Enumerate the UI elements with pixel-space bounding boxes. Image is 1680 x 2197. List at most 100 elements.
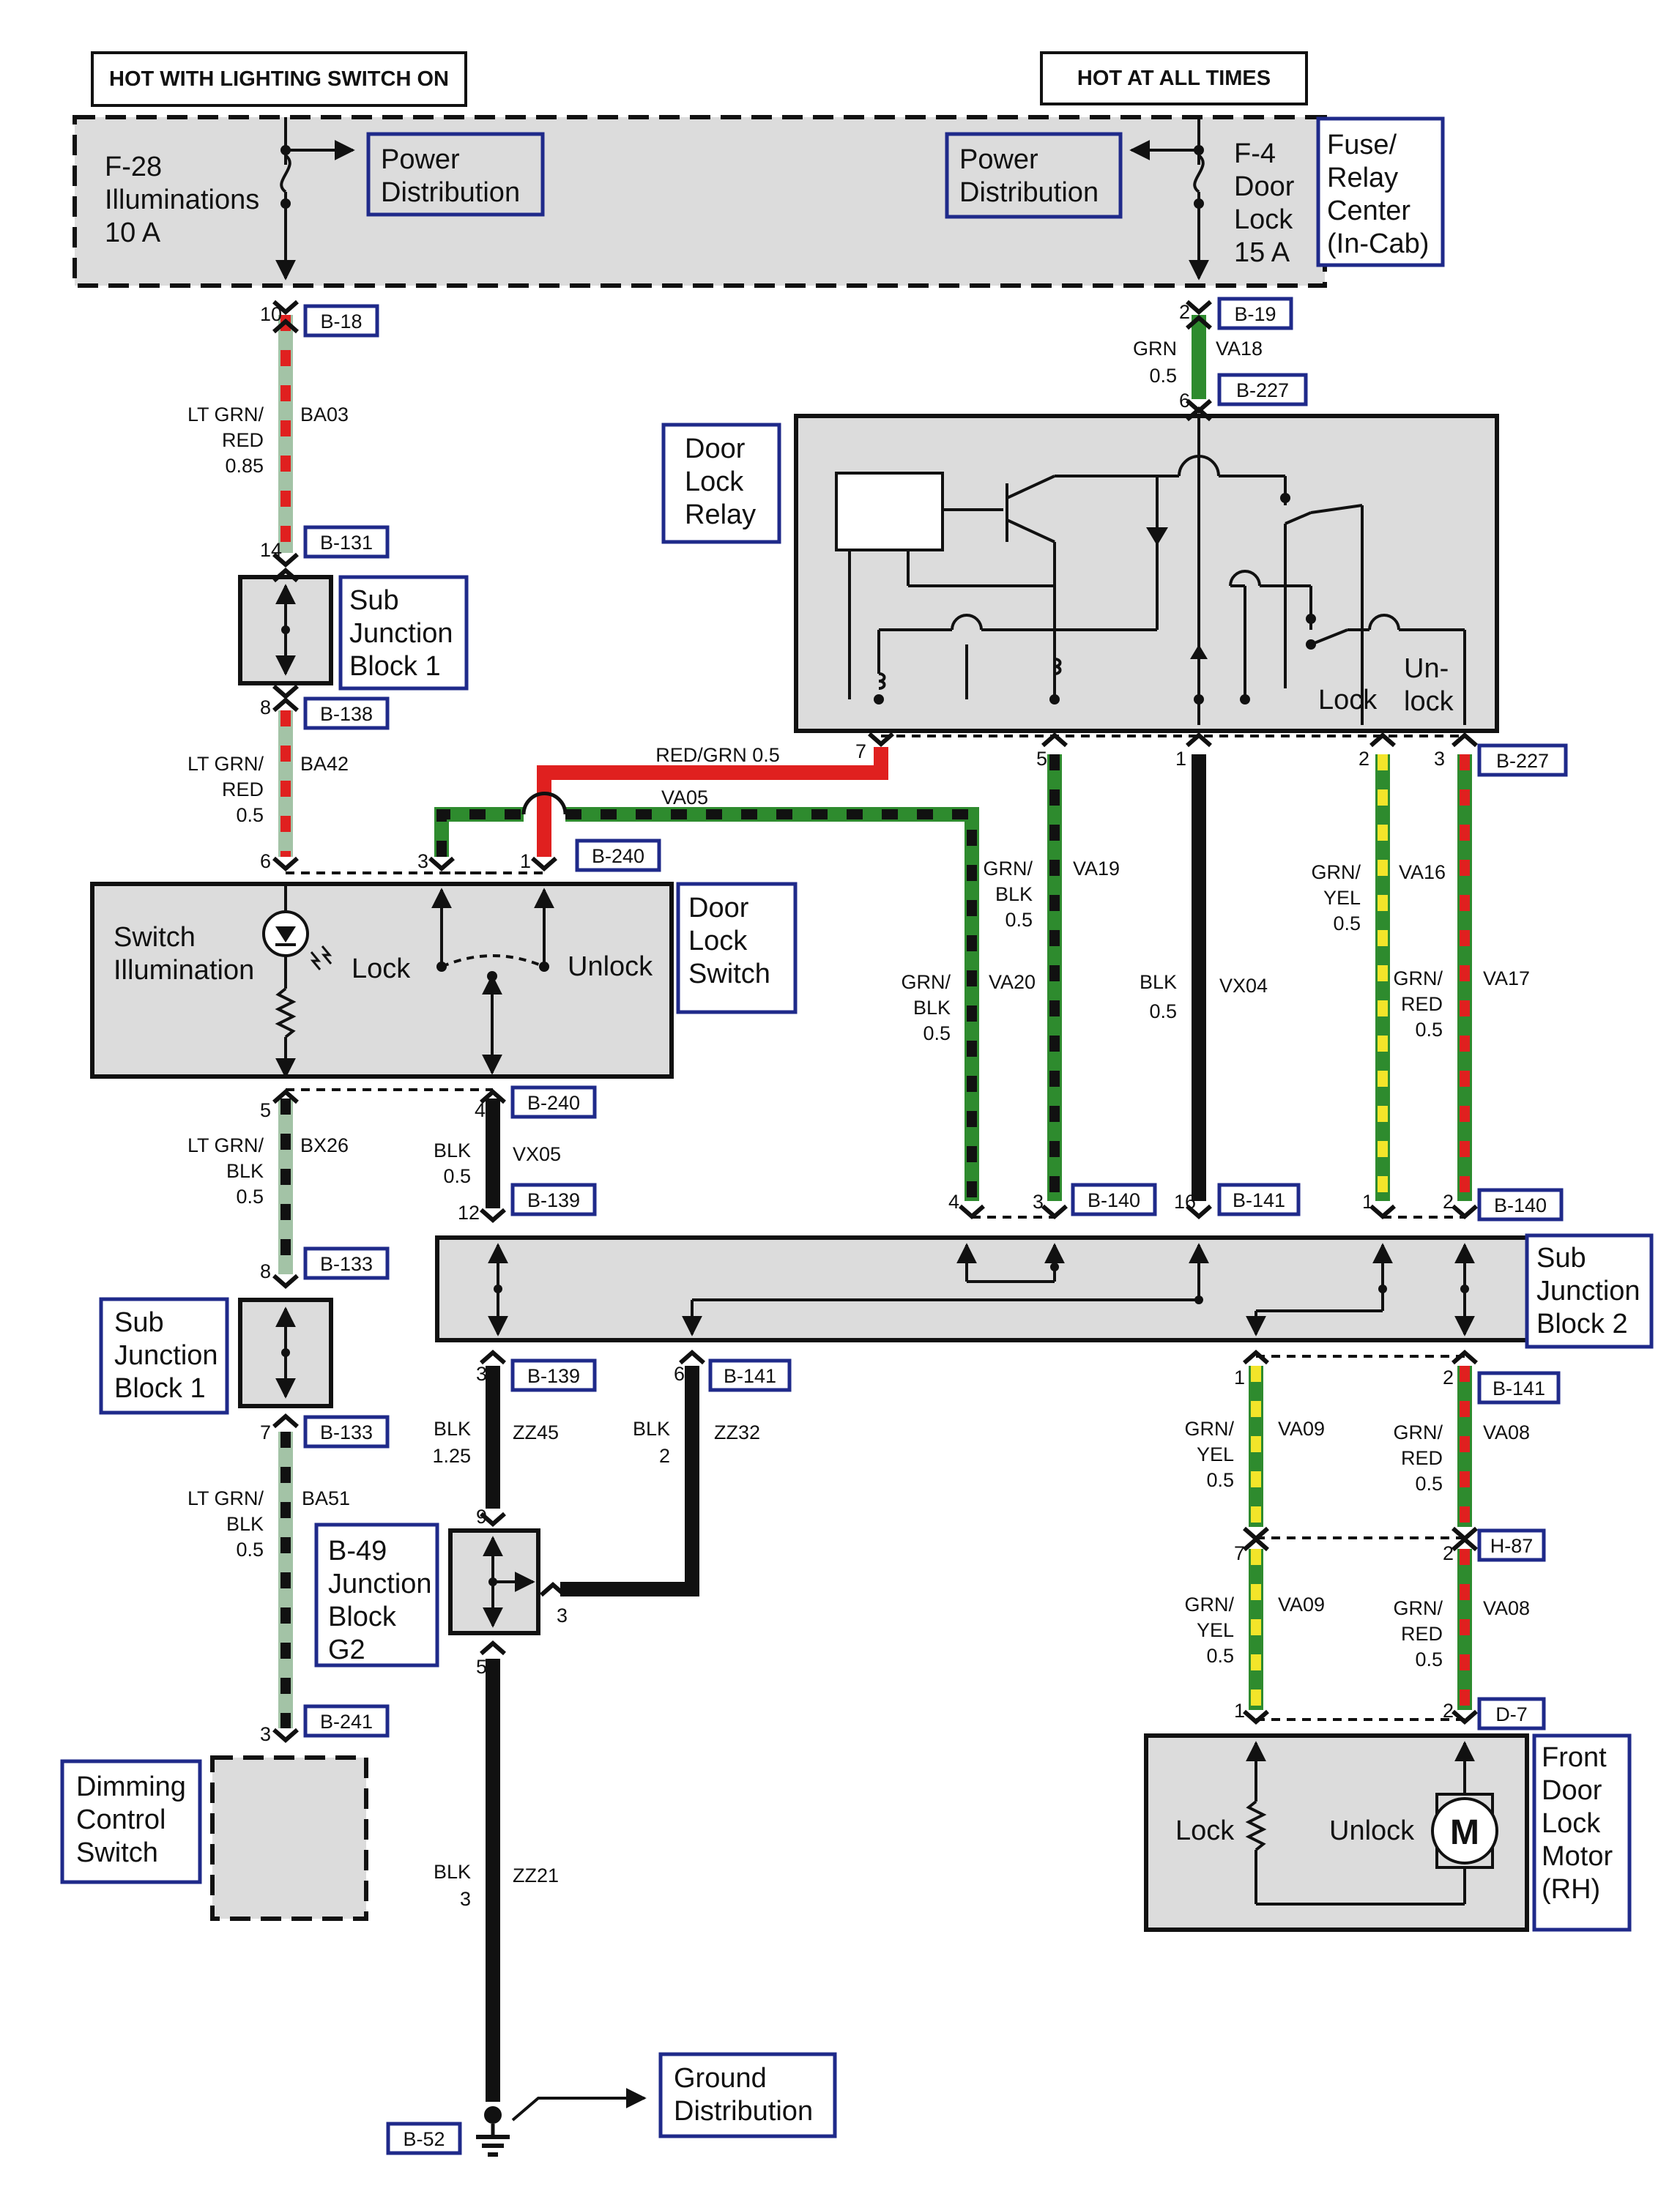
wire-zz45-id: ZZ45: [513, 1421, 559, 1443]
pin-p4b: 4: [948, 1191, 959, 1213]
wire-va18-c2: 0.5: [1149, 365, 1177, 387]
wire-va18-c1: GRN: [1133, 338, 1177, 360]
wire-va08a-c1: GRN/: [1394, 1421, 1443, 1443]
conn-b240-top: B-240: [592, 845, 644, 867]
connector-terminal-icon: [531, 856, 557, 871]
conn-b18-box: [303, 304, 379, 338]
conn-b138-box: [303, 696, 390, 730]
wire-va09a-c2: YEL: [1197, 1443, 1234, 1465]
motor-label-l4: Motor: [1542, 1841, 1613, 1872]
wire-ba42-c1: LT GRN/: [187, 753, 264, 775]
pin-p2b: 2: [1359, 748, 1369, 770]
connector-terminal-icon: [272, 684, 299, 699]
pin-p3b: 3: [417, 850, 428, 872]
connector-terminal-icon: [480, 1089, 506, 1104]
conn-d7: D-7: [1495, 1703, 1528, 1725]
connector-terminal-icon: [272, 697, 299, 713]
conn-b52: B-52: [403, 2128, 445, 2150]
pin-p4a: 4: [475, 1099, 486, 1121]
header-lighting-text: HOT WITH LIGHTING SWITCH ON: [109, 67, 449, 91]
switch-label-l3: Switch: [688, 959, 770, 989]
wire-ba42-c3: 0.5: [236, 804, 264, 826]
wire-va08b-c2: RED: [1401, 1623, 1443, 1645]
connector-terminal-icon: [1243, 1536, 1269, 1552]
wire-zz32-c1: BLK: [633, 1418, 670, 1440]
fuse-f4-icon: [1193, 154, 1205, 193]
wire-va19-c3: 0.5: [1005, 909, 1033, 931]
conn-b141-mid-box: [708, 1358, 792, 1392]
switch-illum-l1: Switch: [114, 922, 196, 953]
wire-vx04-id: VX04: [1219, 975, 1268, 997]
conn-b131: B-131: [320, 532, 373, 554]
conn-d7-box: [1477, 1697, 1546, 1731]
connector-terminal-icon: [1369, 732, 1396, 748]
wire-va08b-c1: GRN/: [1394, 1597, 1443, 1619]
illumination-resistor-icon: [275, 987, 297, 1038]
header-always: HOT AT ALL TIMES: [1040, 51, 1308, 105]
wire-va05-hop: [521, 792, 568, 815]
dimming-control-switch: Dimming Control Switch: [60, 1755, 368, 1921]
wire-zz45-c2: 1.25: [432, 1445, 471, 1467]
sjb1-upper-l3: Block 1: [349, 651, 441, 682]
conn-b240-bottom: B-240: [527, 1092, 580, 1114]
ground-l2: Distribution: [674, 2096, 813, 2127]
sjb2-l3: Block 2: [1536, 1309, 1628, 1339]
pin-p6b: 6: [260, 850, 271, 872]
connector-terminal-icon: [1041, 1204, 1068, 1219]
wire-bx26-c2: BLK: [226, 1160, 264, 1182]
junction-block-g2: B-49 Junction Block G2: [314, 1523, 540, 1668]
motor-label-l3: Lock: [1542, 1808, 1601, 1839]
wire-va19-id: VA19: [1073, 858, 1120, 880]
wire-va20-c2: BLK: [913, 997, 951, 1019]
power-dist-right-l1: Power: [959, 144, 1038, 175]
pin-p12: 12: [458, 1202, 480, 1224]
conn-b140-right: B-140: [1494, 1194, 1547, 1216]
conn-b18: B-18: [320, 311, 362, 332]
wire-ba03-c1: LT GRN/: [187, 404, 264, 425]
switch-unlock-text: Unlock: [568, 951, 653, 982]
wire-zz21-c1: BLK: [434, 1861, 471, 1883]
conn-b19-box: [1217, 297, 1293, 330]
conn-b140-right-box: [1477, 1188, 1564, 1222]
pin-p2e: 2: [1443, 1542, 1454, 1564]
power-dist-right-l2: Distribution: [959, 177, 1099, 208]
sjb2-l2: Junction: [1536, 1276, 1640, 1306]
pin-p14: 14: [260, 539, 282, 561]
wire-va18-id: VA18: [1216, 338, 1263, 360]
pin-p3d: 3: [476, 1363, 487, 1385]
wire-va08a-id: VA08: [1483, 1421, 1530, 1443]
wire-va05-a-stripe: [436, 809, 524, 857]
pin-p3a: 3: [1434, 748, 1445, 770]
g2-label-l1: B-49: [328, 1536, 387, 1566]
wire-vx05-c2: 0.5: [443, 1165, 471, 1187]
ground: Ground Distribution: [476, 2052, 837, 2157]
wire-va08a-c2: RED: [1401, 1447, 1443, 1469]
wire-va16-c3: 0.5: [1333, 912, 1361, 934]
conn-b139-top-box: [510, 1183, 597, 1216]
connector-terminal-icon: [1452, 1709, 1478, 1725]
wire-ba42-id: BA42: [300, 753, 349, 775]
wire-bx26-id: BX26: [300, 1134, 349, 1156]
power-dist-left-l1: Power: [381, 144, 460, 175]
wire-vx04-c2: 0.5: [1149, 1000, 1177, 1022]
motor-icon: [1431, 1797, 1498, 1865]
fuse-f28-line2: Illuminations: [105, 185, 259, 215]
wire-va09a-c3: 0.5: [1206, 1469, 1234, 1491]
wire-va08b-id: VA08: [1483, 1597, 1530, 1619]
wire-va05-a-base: [434, 807, 524, 857]
connector-terminal-icon: [1186, 315, 1212, 330]
motor-symbol: M: [1450, 1813, 1479, 1852]
connector-terminal-icon: [679, 1350, 705, 1365]
dimming-l1: Dimming: [76, 1772, 186, 1802]
connector-terminal-icon: [1186, 300, 1212, 315]
relay-unlock-l2: lock: [1404, 686, 1454, 717]
conn-b139-top: B-139: [527, 1189, 580, 1211]
connector-terminal-icon: [272, 1274, 299, 1289]
connector-terminal-icon: [1186, 732, 1212, 748]
motor-lock-text: Lock: [1175, 1815, 1235, 1846]
pin-p2f: 2: [1443, 1700, 1454, 1722]
conn-b133-bottom-box: [303, 1415, 390, 1449]
conn-b52-box: [386, 2122, 462, 2155]
conn-b141-mid: B-141: [724, 1365, 776, 1387]
conn-b19: B-19: [1234, 303, 1276, 325]
